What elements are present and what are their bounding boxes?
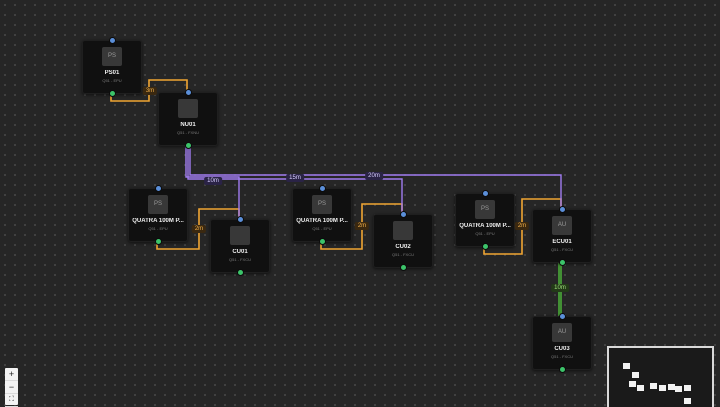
node-title: CU03	[554, 346, 570, 352]
cable-length-label[interactable]: 2m	[354, 222, 370, 230]
input-port[interactable]	[482, 190, 489, 197]
minimap-node	[684, 398, 691, 404]
minimap-node	[675, 386, 682, 392]
input-port[interactable]	[319, 185, 326, 192]
minimap-node	[623, 363, 630, 369]
ps-icon: PS	[102, 47, 122, 66]
node-subtitle: Q51 - FXCU	[228, 257, 251, 262]
node-subtitle: Q51 - FXNU	[176, 130, 199, 135]
node-title: NU01	[180, 122, 196, 128]
zoom-in-button[interactable]: +	[5, 368, 18, 381]
output-port[interactable]	[185, 142, 192, 149]
node-title: CU02	[395, 244, 411, 250]
output-port[interactable]	[237, 269, 244, 276]
output-port[interactable]	[482, 243, 489, 250]
input-port[interactable]	[109, 37, 116, 44]
node-title: ECU01	[552, 239, 572, 245]
node-subtitle: Q51 - FXCU	[391, 252, 414, 257]
node-title: CU01	[232, 249, 248, 255]
minimap-node	[629, 381, 636, 387]
cable-length-label[interactable]: 2m	[191, 225, 207, 233]
cable-length-label[interactable]: 20m	[365, 172, 383, 180]
node-ecu01[interactable]: AU ECU01 Q51 - FXCU	[532, 206, 592, 266]
node-cu01[interactable]: CU01 Q51 - FXCU	[210, 216, 270, 276]
output-port[interactable]	[109, 90, 116, 97]
minimap-node	[684, 385, 691, 391]
node-subtitle: Q51 - EPU	[102, 78, 122, 83]
node-title: QUATRA 100M P...	[296, 218, 348, 224]
node-cu02[interactable]: CU02 Q51 - FXCU	[373, 211, 433, 271]
input-port[interactable]	[185, 89, 192, 96]
node-nu01[interactable]: NU01 Q51 - FXNU	[158, 89, 218, 149]
node-subtitle: Q51 - FXCU	[550, 247, 573, 252]
node-quatra-1[interactable]: PS QUATRA 100M P... Q51 - EPU	[128, 185, 188, 245]
fit-view-button[interactable]: ⛶	[5, 394, 18, 407]
node-subtitle: Q51 - EPU	[475, 231, 495, 236]
node-quatra-2[interactable]: PS QUATRA 100M P... Q51 - EPU	[292, 185, 352, 245]
minimap-node	[650, 383, 657, 389]
ps-icon: PS	[475, 200, 495, 219]
output-port[interactable]	[559, 366, 566, 373]
minimap-node	[632, 372, 639, 378]
node-title: QUATRA 100M P...	[132, 218, 184, 224]
minimap-node	[659, 385, 666, 391]
ps-icon: PS	[148, 195, 168, 214]
cable-length-label[interactable]: 2m	[514, 222, 530, 230]
minimap-node	[637, 385, 644, 391]
cable-length-label[interactable]: 3m	[142, 87, 158, 95]
zoom-controls: + − ⛶	[5, 368, 18, 407]
node-quatra-3[interactable]: PS QUATRA 100M P... Q51 - EPU	[455, 190, 515, 250]
input-port[interactable]	[155, 185, 162, 192]
input-port[interactable]	[559, 206, 566, 213]
output-port[interactable]	[155, 238, 162, 245]
ps-icon: PS	[312, 195, 332, 214]
node-title: QUATRA 100M P...	[459, 223, 511, 229]
au-icon: AU	[552, 323, 572, 342]
input-port[interactable]	[559, 313, 566, 320]
cable-length-label[interactable]: 15m	[286, 174, 304, 182]
output-port[interactable]	[400, 264, 407, 271]
node-ps01[interactable]: PS PS01 Q51 - EPU	[82, 37, 142, 97]
cable-length-label[interactable]: 10m	[204, 177, 222, 185]
output-port[interactable]	[559, 259, 566, 266]
node-title: PS01	[104, 70, 120, 76]
blank-icon	[230, 226, 250, 245]
input-port[interactable]	[400, 211, 407, 218]
blank-icon	[393, 221, 413, 240]
blank-icon	[178, 99, 198, 118]
zoom-out-button[interactable]: −	[5, 381, 18, 394]
node-cu03[interactable]: AU CU03 Q51 - FXCU	[532, 313, 592, 373]
node-subtitle: Q51 - EPU	[312, 226, 332, 231]
node-subtitle: Q51 - FXCU	[550, 354, 573, 359]
node-subtitle: Q51 - EPU	[148, 226, 168, 231]
cable-length-label[interactable]: 10m	[551, 284, 569, 292]
au-icon: AU	[552, 216, 572, 235]
input-port[interactable]	[237, 216, 244, 223]
minimap[interactable]	[607, 346, 714, 407]
output-port[interactable]	[319, 238, 326, 245]
minimap-node	[668, 384, 675, 390]
